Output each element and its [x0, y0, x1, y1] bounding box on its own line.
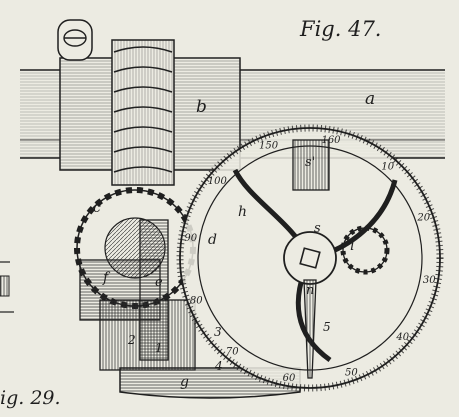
dial-pointer	[303, 279, 317, 379]
left-plate-fragment	[0, 261, 14, 313]
label-3: 3	[214, 325, 222, 339]
dial-number: 80	[190, 295, 203, 306]
dial-number: 160	[321, 135, 341, 146]
dial-number: 30	[423, 275, 436, 286]
main-shaft	[20, 57, 445, 171]
dial-number: 100	[208, 176, 228, 187]
dial-number: 70	[226, 347, 239, 358]
dial-spokes	[232, 168, 398, 363]
label-b: b	[196, 97, 207, 117]
label-a: a	[365, 89, 375, 109]
label-5: 5	[323, 320, 331, 334]
label-1: 1	[155, 341, 163, 355]
label-4: 4	[214, 359, 223, 373]
label-d: d	[208, 232, 217, 248]
bracket-s1	[292, 139, 330, 191]
dial-number: 20	[416, 213, 430, 224]
dial-number: 60	[283, 373, 296, 384]
label-i: i	[350, 238, 354, 254]
label-h: h	[238, 204, 247, 220]
label-s-prime: s'	[305, 155, 315, 170]
dial-number: 90	[184, 233, 197, 244]
oil-cup	[57, 19, 93, 61]
label-f: f	[102, 270, 111, 286]
label-2: 2	[127, 333, 136, 347]
label-n: n	[306, 283, 314, 298]
figure-caption-fragment: ig. 29.	[0, 387, 61, 409]
label-c: c	[93, 200, 101, 216]
mechanism-body	[79, 219, 196, 371]
dial-number: 150	[259, 140, 279, 151]
label-s: s	[314, 221, 321, 236]
dial-numbers: 150 160 10 20 30 40 50 60 70 80 90 100	[184, 135, 436, 384]
dial-number: 10	[381, 161, 394, 172]
label-e: e	[155, 275, 163, 290]
dial-number: 50	[345, 368, 358, 379]
worm-thread	[111, 39, 175, 186]
label-g: g	[180, 374, 189, 390]
dial-number: 40	[395, 332, 409, 343]
figure-title: Fig. 47.	[299, 17, 381, 41]
